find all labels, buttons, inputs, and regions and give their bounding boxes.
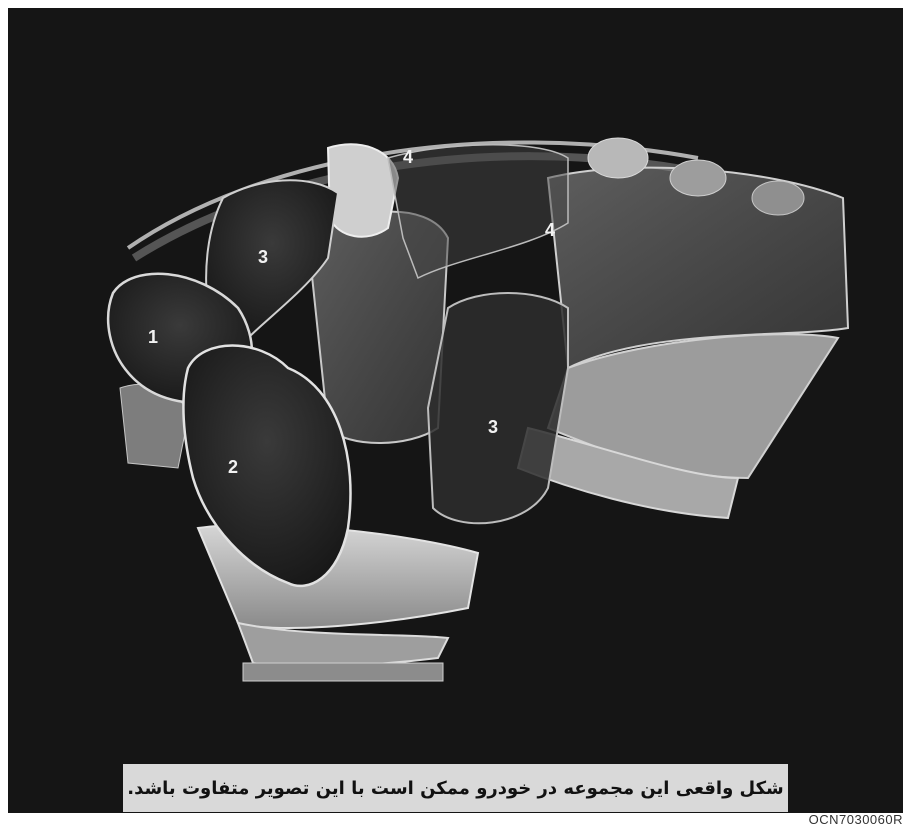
callout-3-left: 3 bbox=[258, 247, 268, 267]
callout-4-top: 4 bbox=[403, 147, 413, 167]
airbag-illustration: 1 2 3 3 4 4 bbox=[8, 8, 903, 813]
caption-box: شکل واقعی این مجموعه در خودرو ممکن است ب… bbox=[123, 764, 788, 812]
callout-4-right: 4 bbox=[545, 220, 555, 240]
callout-3-center: 3 bbox=[488, 417, 498, 437]
image-code: OCN7030060R bbox=[809, 812, 903, 827]
curtain-airbag-rear-upper bbox=[388, 145, 568, 278]
curtain-airbag-center bbox=[428, 293, 568, 523]
callout-1: 1 bbox=[148, 327, 158, 347]
callout-2: 2 bbox=[228, 457, 238, 477]
airbag-diagram-svg: 1 2 3 3 4 4 bbox=[8, 8, 903, 813]
